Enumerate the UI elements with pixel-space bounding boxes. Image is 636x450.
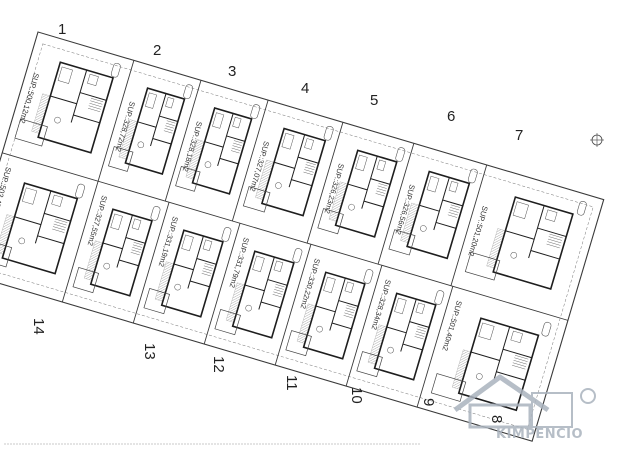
lot-7: SUP.:501,20m2: [464, 196, 587, 290]
lot-14: SUP.:503,45m2: [0, 166, 85, 275]
car-icon: [323, 126, 334, 141]
house-plan: [400, 170, 471, 260]
pool: [14, 118, 48, 147]
lot-3: SUP.:328,18m2: [175, 104, 261, 195]
car-icon: [434, 290, 445, 305]
house-plan: [255, 127, 327, 217]
lot-number: 11: [283, 375, 300, 391]
lot-4: SUP.:327,07m2: [242, 126, 334, 217]
lot-number: 3: [228, 63, 236, 80]
lot-11: SUP.:331,79m2: [214, 236, 303, 339]
north-arrow-icon: [590, 133, 604, 147]
car-icon: [250, 104, 261, 119]
lot-divider: [345, 265, 383, 387]
house-plan: [0, 182, 79, 275]
lot-area-label: SUP.:503,45m2: [0, 166, 13, 218]
lot-12: SUP.:331,19m2: [143, 215, 232, 318]
lot-number: 4: [301, 80, 309, 97]
pool: [388, 229, 416, 256]
car-icon: [221, 227, 232, 242]
pool: [143, 288, 170, 315]
lot-divider: [377, 143, 415, 265]
pool: [175, 166, 201, 192]
lot-9: SUP.:328,34m2: [356, 278, 445, 381]
lot-6: SUP.:326,56m2: [388, 168, 478, 260]
lot-number: 14: [30, 318, 47, 335]
pool: [214, 309, 241, 336]
house-plan: [31, 61, 115, 154]
lot-number: 7: [515, 127, 523, 144]
pool: [317, 208, 344, 235]
pool: [430, 373, 467, 402]
lot-divider: [97, 60, 135, 182]
lot-divider: [231, 100, 269, 222]
lot-divider: [164, 80, 202, 202]
house-plan: [225, 250, 295, 339]
lot-area-label: SUP.:501,20m2: [466, 205, 489, 257]
car-icon: [541, 321, 552, 337]
pool: [0, 239, 13, 268]
car-icon: [576, 201, 587, 216]
lot-10: SUP.:330,22m2: [285, 257, 374, 360]
lot-2: SUP.:328,72m2: [108, 84, 194, 175]
lot-number: 8: [488, 415, 505, 423]
lot-divider: [450, 164, 488, 286]
lot-number: 10: [348, 387, 365, 404]
pool: [356, 351, 383, 378]
lot-divider: [274, 244, 312, 366]
lot-number: 6: [447, 108, 455, 125]
lot-divider: [203, 223, 241, 345]
watermark-brand: KIMPENCIO: [496, 427, 583, 442]
car-icon: [363, 269, 374, 284]
house-plan: [154, 229, 224, 318]
pool: [108, 146, 134, 172]
house-plan: [486, 196, 574, 290]
car-icon: [150, 206, 161, 221]
pool: [464, 251, 501, 281]
lot-number: 9: [420, 398, 437, 406]
lot-divider: [416, 286, 454, 408]
car-icon: [183, 84, 194, 99]
lot-13: SUP.:327,55m2: [72, 194, 161, 297]
watermark-logo: KIMPENCIO: [453, 374, 596, 442]
lot-divider: [306, 122, 344, 244]
car-icon: [110, 62, 121, 78]
car-icon: [292, 248, 303, 263]
car-icon: [75, 183, 85, 199]
lot-divider: [132, 202, 170, 324]
lot-1: SUP.:500,12m2: [14, 61, 121, 154]
pool: [72, 267, 100, 294]
car-icon: [467, 168, 478, 184]
lot-number: 5: [370, 92, 378, 109]
lot-5: SUP.:326,23m2: [317, 147, 406, 238]
lot-number: 12: [210, 356, 227, 373]
lot-number: 13: [141, 343, 158, 360]
setback-line: [0, 43, 594, 430]
lot-number: 2: [153, 42, 161, 59]
lot-divider: [61, 181, 99, 303]
pool: [285, 330, 312, 357]
row-divider: [2, 152, 569, 321]
lot-area-label: SUP.:501,40m2: [440, 300, 463, 352]
car-icon: [395, 147, 406, 162]
lot-number: 1: [58, 21, 66, 38]
pool: [242, 186, 271, 213]
